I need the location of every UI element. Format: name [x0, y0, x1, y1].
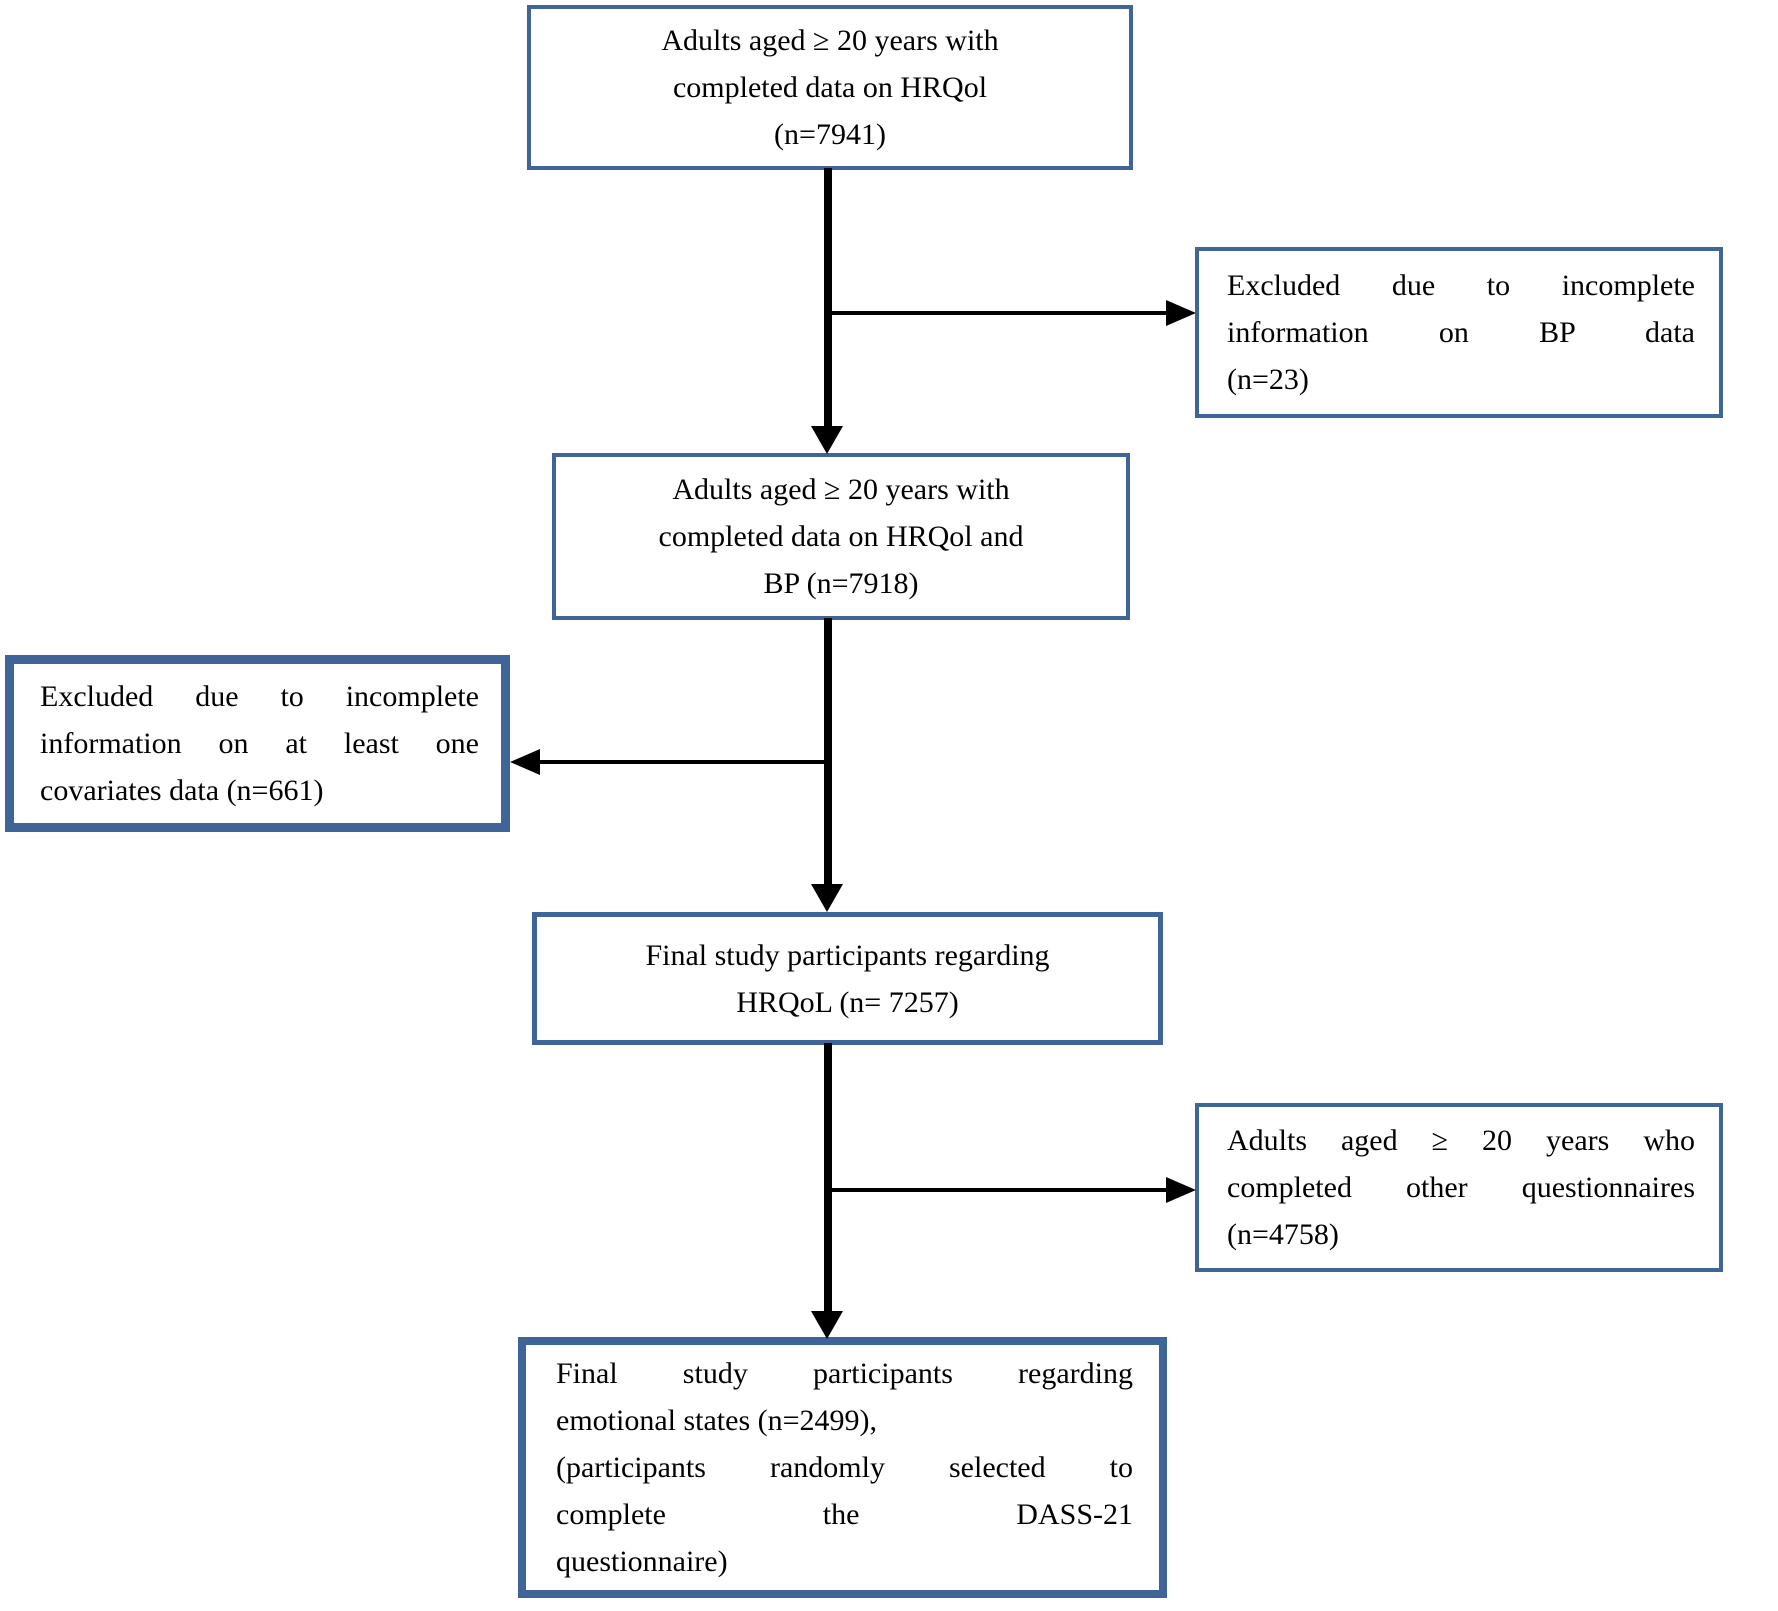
box-text-line: covariates data (n=661)	[40, 774, 324, 807]
box-final-emotional: Final study participants regarding emoti…	[518, 1337, 1167, 1598]
box-excluded-covariates: Excluded due to incomplete information o…	[5, 655, 510, 832]
box-adults-hrqol: Adults aged ≥ 20 years with completed da…	[527, 5, 1133, 170]
arrowhead-down-icon	[811, 1311, 843, 1339]
branch-line-right-1	[828, 311, 1166, 315]
box-text-line: questionnaire)	[556, 1545, 728, 1578]
box-adults-hrqol-bp: Adults aged ≥ 20 years with completed da…	[552, 453, 1130, 620]
box-text-line: Final study participants regarding	[645, 938, 1050, 972]
box-text-line: completed other questionnaires	[1227, 1171, 1695, 1204]
box-text-line: Excluded due to incomplete	[1227, 269, 1695, 302]
box-text-line: completed data on HRQol and	[658, 520, 1024, 553]
box-text-line: Final study participants regarding	[556, 1357, 1133, 1390]
flow-line-vertical-3	[824, 1043, 832, 1315]
box-text-line: Adults aged ≥ 20 years with	[672, 473, 1010, 506]
box-text-line: BP (n=7918)	[763, 567, 919, 600]
flow-line-vertical-1	[824, 168, 832, 430]
box-excluded-bp: Excluded due to incomplete information o…	[1195, 247, 1723, 418]
box-text-line: complete the DASS-21	[556, 1498, 1133, 1531]
arrowhead-left-icon	[510, 749, 540, 775]
branch-line-right-3	[828, 1188, 1166, 1192]
box-text-line: (participants randomly selected to	[556, 1451, 1133, 1484]
branch-line-left-2	[538, 760, 832, 764]
arrowhead-right-icon	[1166, 1177, 1196, 1203]
box-text-line: completed data on HRQol	[672, 71, 988, 104]
box-text-line: emotional states (n=2499),	[556, 1404, 878, 1437]
box-text-line: HRQoL (n= 7257)	[736, 985, 959, 1019]
box-text-line: information on at least one	[40, 727, 479, 760]
box-text-line: (n=7941)	[774, 118, 886, 151]
arrowhead-down-icon	[811, 426, 843, 454]
box-text-line: (n=4758)	[1227, 1218, 1339, 1251]
box-text-line: Excluded due to incomplete	[40, 680, 479, 713]
box-text-line: Adults aged ≥ 20 years with	[661, 24, 999, 57]
box-text-line: information on BP data	[1227, 316, 1695, 349]
arrowhead-down-icon	[811, 884, 843, 912]
box-text-line: Adults aged ≥ 20 years who	[1227, 1124, 1695, 1157]
box-other-questionnaires: Adults aged ≥ 20 years who completed oth…	[1195, 1103, 1723, 1272]
arrowhead-right-icon	[1166, 300, 1196, 326]
flow-line-vertical-2	[824, 618, 832, 888]
box-text-line: (n=23)	[1227, 363, 1309, 396]
box-final-hrqol: Final study participants regarding HRQoL…	[532, 912, 1163, 1045]
